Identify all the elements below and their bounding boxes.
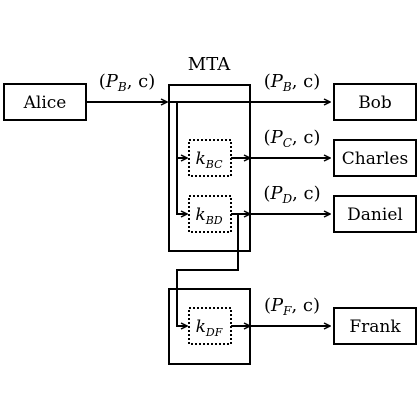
- node-charles-label: Charles: [342, 149, 408, 169]
- node-bob-label: Bob: [358, 93, 392, 113]
- connections: [86, 102, 330, 326]
- arrow-to-kbd: [176, 158, 187, 214]
- key-label-bc: kBC: [195, 149, 223, 171]
- edge-label-alice-to-mta: (PB, c): [99, 71, 156, 94]
- key-box-df: kDF: [188, 307, 232, 345]
- edge-label-to-charles: (PC, c): [264, 127, 321, 150]
- key-label-df: kDF: [196, 317, 223, 339]
- node-daniel: Daniel: [333, 195, 417, 233]
- key-box-bd: kBD: [188, 195, 232, 233]
- node-frank-label: Frank: [349, 317, 401, 337]
- edge-label-to-bob: (PB, c): [264, 71, 321, 94]
- edge-label-to-frank: (PF, c): [264, 295, 320, 318]
- mta-label: MTA: [188, 54, 231, 75]
- node-alice-label: Alice: [23, 93, 67, 113]
- edge-label-to-daniel: (PD, c): [263, 183, 320, 206]
- node-frank: Frank: [333, 307, 417, 345]
- node-alice: Alice: [3, 83, 87, 121]
- node-charles: Charles: [333, 139, 417, 177]
- node-daniel-label: Daniel: [347, 205, 403, 225]
- key-label-bd: kBD: [195, 205, 222, 227]
- key-box-bc: kBC: [188, 139, 232, 177]
- node-bob: Bob: [333, 83, 417, 121]
- arrow-kbd-to-kdf: [176, 214, 239, 326]
